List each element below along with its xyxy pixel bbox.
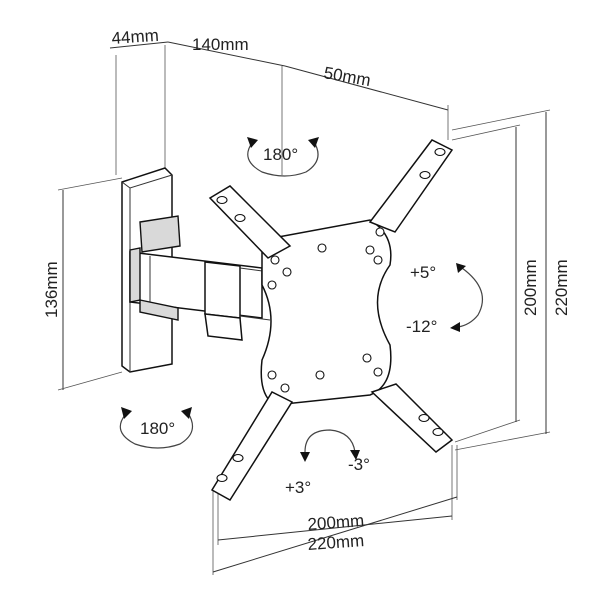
rotation-arrows (119, 137, 483, 462)
dimension-lines (57, 41, 551, 575)
tilt-down-label: -12° (406, 317, 437, 336)
vesa-vertical-outer-label: 220mm (552, 259, 571, 316)
wall-swivel-label: 180° (140, 419, 175, 438)
swing-arm (129, 215, 271, 341)
vesa-horizontal-inner-label: 200mm (307, 511, 365, 534)
plate-offset-label: 50mm (322, 63, 372, 90)
arm-extension-label: 140mm (192, 35, 249, 54)
dimension-labels: 44mm 140mm 50mm 136mm 200mm 220mm 200mm … (42, 26, 571, 554)
wall-plate-height-label: 136mm (42, 261, 61, 318)
vesa-horizontal-outer-label: 220mm (307, 531, 365, 554)
rotate-ccw-label: -3° (348, 455, 370, 474)
tilt-up-label: +5° (410, 263, 436, 282)
wall-depth-label: 44mm (111, 26, 159, 48)
rotate-cw-label: +3° (285, 478, 311, 497)
rotation-labels: 180° 180° +5° -12° +3° -3° (140, 145, 437, 497)
vesa-vertical-inner-label: 200mm (521, 259, 540, 316)
arm-swivel-label: 180° (263, 145, 298, 164)
vesa-bracket (208, 139, 454, 501)
